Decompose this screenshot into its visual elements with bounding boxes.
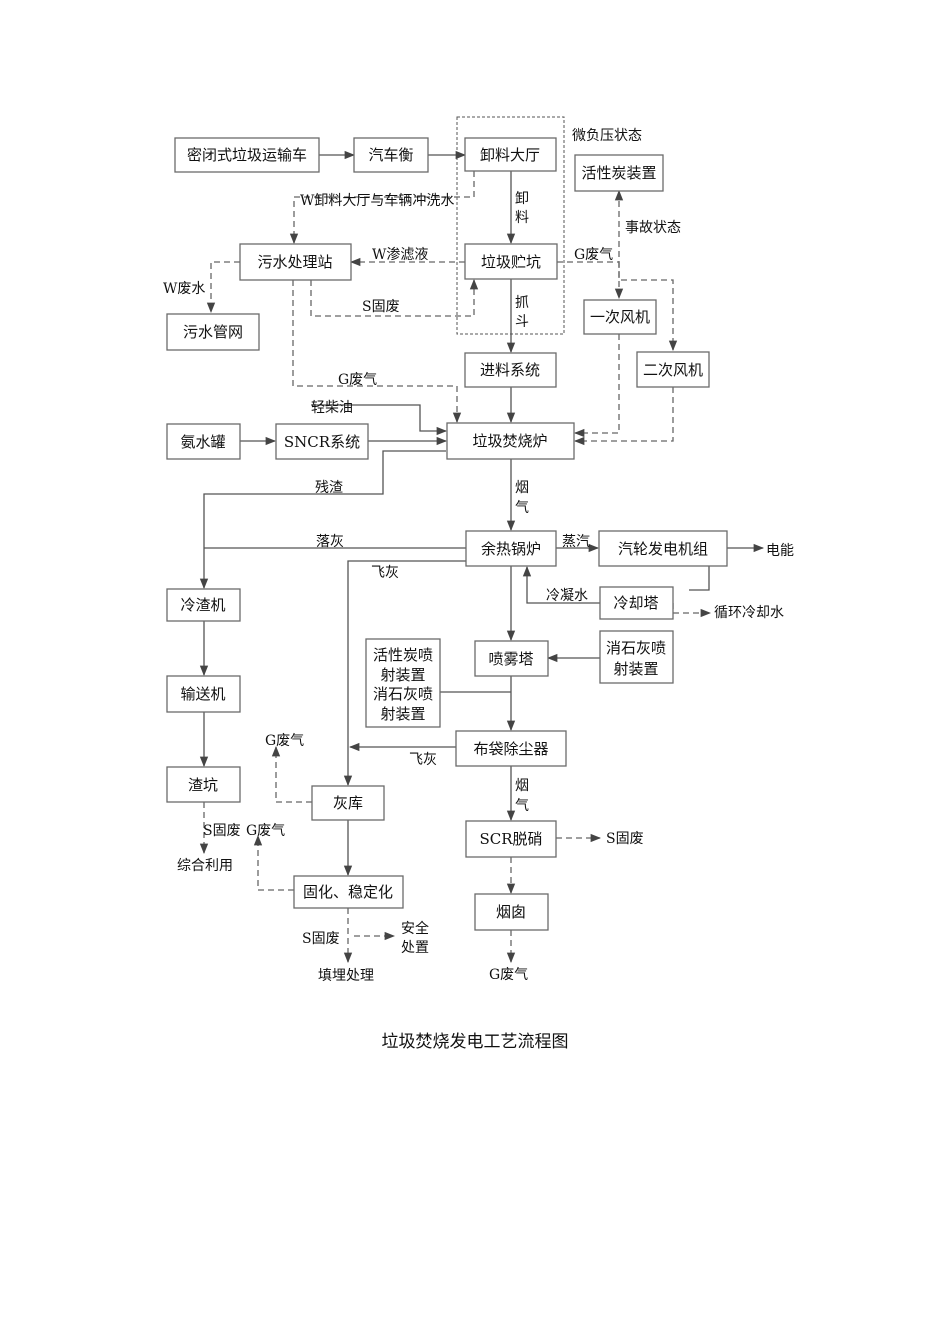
box-solidify: 固化、稳定化 [293, 875, 404, 909]
box-carbon-lime-inject-line-4: 射装置 [380, 705, 425, 723]
label-emergency: 事故状态 [625, 220, 681, 236]
box-feed-system-label: 进料系统 [480, 361, 540, 379]
box-ash-silo: 灰库 [311, 785, 385, 821]
label-g-exhaust-pit: G废气 [574, 247, 613, 263]
box-slag-pit-label: 渣坑 [188, 776, 218, 794]
flow-labels: 微负压状态 W卸料大厅与车辆冲洗水 卸 料 事故状态 W渗滤液 G废气 W废水 … [163, 128, 794, 984]
box-boiler-label: 余热锅炉 [481, 540, 541, 558]
box-sewage-station: 污水处理站 [239, 243, 352, 281]
box-solidify-label: 固化、稳定化 [303, 883, 393, 901]
label-g-exhaust-sewage: G废气 [338, 372, 377, 388]
label-negative-pressure: 微负压状态 [572, 128, 642, 144]
box-carbon-lime-inject-line-3: 消石灰喷 [373, 685, 433, 703]
box-boiler: 余热锅炉 [465, 530, 557, 567]
box-lime-inject-line-2: 射装置 [613, 660, 658, 678]
box-sewer-label: 污水管网 [183, 323, 243, 341]
box-conveyor-label: 输送机 [180, 685, 225, 703]
label-s-solid-sewage: S固废 [362, 299, 400, 315]
label-diesel: 轻柴油 [311, 400, 353, 416]
solid-connectors [199, 150, 765, 877]
box-unload-hall-label: 卸料大厅 [480, 146, 540, 164]
label-steam: 蒸汽 [562, 534, 590, 550]
label-landfill: 填埋处理 [318, 968, 374, 984]
box-primary-fan-label: 一次风机 [590, 308, 650, 326]
label-flue-gas-2b: 气 [515, 798, 529, 814]
box-lime-inject: 消石灰喷 射装置 [599, 630, 674, 684]
label-unload-1: 卸 [515, 191, 529, 207]
box-carbon-lime-inject-line-2: 射装置 [380, 666, 425, 684]
label-leachate: W渗滤液 [372, 247, 428, 263]
box-primary-fan: 一次风机 [583, 299, 657, 335]
label-waste-water: W废水 [163, 281, 205, 297]
label-s-solid-slag: S固废 [203, 823, 241, 839]
box-slag-pit: 渣坑 [166, 766, 241, 803]
label-g-exhaust-chimney: G废气 [489, 967, 528, 983]
label-g-exhaust-solid: G废气 [246, 823, 285, 839]
box-pit: 垃圾贮坑 [464, 243, 558, 280]
label-s-solid-fix: S固废 [302, 931, 340, 947]
label-settled-ash: 落灰 [316, 534, 344, 550]
box-sncr: SNCR系统 [275, 423, 369, 460]
label-condensate: 冷凝水 [546, 588, 588, 604]
box-bag-filter-label: 布袋除尘器 [473, 740, 548, 758]
label-s-solid-scr: S固废 [606, 831, 644, 847]
box-chimney-label: 烟囱 [496, 903, 526, 921]
dashed-connectors [199, 171, 712, 964]
box-truck-label: 密闭式垃圾运输车 [187, 146, 307, 164]
box-bag-filter: 布袋除尘器 [455, 730, 567, 767]
box-furnace: 垃圾焚烧炉 [446, 422, 575, 460]
box-ammonia-tank-label: 氨水罐 [180, 433, 225, 451]
label-flue-gas-2a: 烟 [515, 778, 529, 794]
box-spray-tower-label: 喷雾塔 [488, 650, 533, 668]
box-turbine-label: 汽轮发电机组 [618, 540, 708, 558]
box-carbon-device-label: 活性炭装置 [581, 164, 656, 182]
box-ammonia-tank: 氨水罐 [166, 423, 241, 460]
box-carbon-device: 活性炭装置 [574, 154, 664, 192]
box-scale: 汽车衡 [353, 137, 429, 173]
label-safe-disposal-1: 安全 [401, 920, 429, 937]
label-fly-ash-2: 飞灰 [409, 752, 437, 768]
box-carbon-lime-inject-line-1: 活性炭喷 [373, 646, 433, 664]
box-chimney: 烟囱 [474, 893, 549, 931]
label-unload-2: 料 [515, 210, 529, 226]
label-flue-gas-1a: 烟 [515, 480, 529, 496]
box-unload-hall: 卸料大厅 [464, 137, 557, 172]
box-truck: 密闭式垃圾运输车 [174, 137, 320, 173]
label-fly-ash-1: 飞灰 [371, 565, 399, 581]
label-wash-water: W卸料大厅与车辆冲洗水 [300, 192, 454, 209]
box-cooling-tower-label: 冷却塔 [613, 594, 658, 612]
label-slag: 残渣 [315, 480, 343, 496]
label-g-exhaust-ash: G废气 [265, 733, 304, 749]
box-slag-cooler: 冷渣机 [166, 588, 241, 622]
box-cooling-tower: 冷却塔 [599, 586, 674, 620]
diagram-caption: 垃圾焚烧发电工艺流程图 [382, 1032, 569, 1052]
label-electricity: 电能 [766, 543, 794, 559]
box-scr-label: SCR脱硝 [479, 830, 542, 848]
box-ash-silo-label: 灰库 [333, 794, 363, 812]
label-flue-gas-1b: 气 [515, 500, 529, 516]
box-secondary-fan-label: 二次风机 [643, 361, 703, 379]
box-slag-cooler-label: 冷渣机 [180, 596, 225, 614]
label-safe-disposal-2: 处置 [401, 940, 429, 956]
label-grab-2: 斗 [515, 314, 529, 330]
box-lime-inject-line-1: 消石灰喷 [606, 639, 666, 657]
box-sncr-label: SNCR系统 [284, 433, 360, 451]
box-carbon-lime-inject: 活性炭喷 射装置 消石灰喷 射装置 [365, 638, 441, 728]
box-pit-label: 垃圾贮坑 [481, 253, 541, 271]
box-feed-system: 进料系统 [464, 352, 557, 388]
label-reuse: 综合利用 [177, 858, 233, 874]
box-scr: SCR脱硝 [465, 820, 557, 858]
box-sewer: 污水管网 [166, 313, 260, 351]
box-scale-label: 汽车衡 [368, 146, 413, 164]
box-secondary-fan: 二次风机 [636, 351, 710, 388]
box-spray-tower: 喷雾塔 [474, 640, 549, 677]
box-sewage-station-label: 污水处理站 [257, 253, 332, 271]
label-circulating-water: 循环冷却水 [714, 605, 784, 621]
box-turbine: 汽轮发电机组 [598, 530, 728, 567]
label-grab-1: 抓 [515, 295, 529, 311]
box-furnace-label: 垃圾焚烧炉 [472, 432, 547, 450]
box-conveyor: 输送机 [166, 675, 241, 713]
